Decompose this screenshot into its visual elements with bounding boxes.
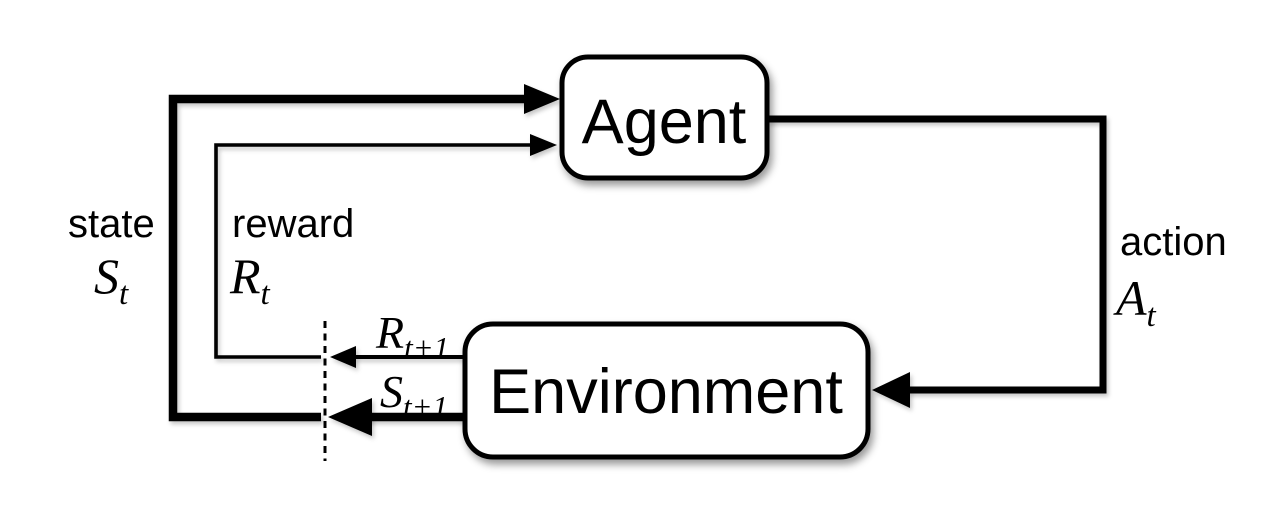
reward-word-label: reward	[232, 202, 354, 246]
next-reward-arrowhead-icon	[330, 346, 356, 368]
reward-symbol: R	[229, 248, 261, 304]
reward-symbol-label: Rt	[229, 248, 271, 312]
state-symbol-subscript: t	[119, 276, 129, 312]
action-edge	[767, 115, 1107, 394]
action-symbol-label: At	[1113, 270, 1157, 334]
state-word-label: state	[68, 202, 155, 246]
reward-symbol-subscript: t	[261, 276, 271, 312]
state-arrowhead-icon	[524, 84, 560, 114]
state-symbol-label: St	[94, 248, 129, 312]
agent-box	[559, 54, 770, 181]
agent-label: Agent	[582, 87, 747, 157]
reward-arrowhead-icon	[530, 134, 557, 156]
environment-box	[462, 321, 871, 460]
next-state-label: St+1	[380, 366, 448, 424]
action-symbol: A	[1113, 270, 1147, 326]
environment-label: Environment	[489, 357, 843, 427]
state-edge	[168, 94, 528, 422]
state-symbol: S	[94, 248, 119, 304]
next-reward-label: Rt+1	[375, 307, 449, 365]
action-symbol-subscript: t	[1147, 298, 1157, 334]
labels: Agent Environment state St reward Rt act…	[68, 87, 1227, 427]
action-arrowhead-icon	[872, 372, 910, 408]
edges	[168, 84, 1107, 461]
next-reward-subscript: t+1	[404, 330, 449, 365]
nodes	[462, 54, 871, 460]
next-state-subscript: t+1	[403, 389, 448, 424]
reward-edge	[214, 143, 534, 359]
next-reward-symbol: R	[375, 307, 404, 358]
action-word-label: action	[1120, 220, 1227, 264]
next-state-symbol: S	[380, 366, 403, 417]
next-state-arrowhead-icon	[328, 398, 372, 436]
